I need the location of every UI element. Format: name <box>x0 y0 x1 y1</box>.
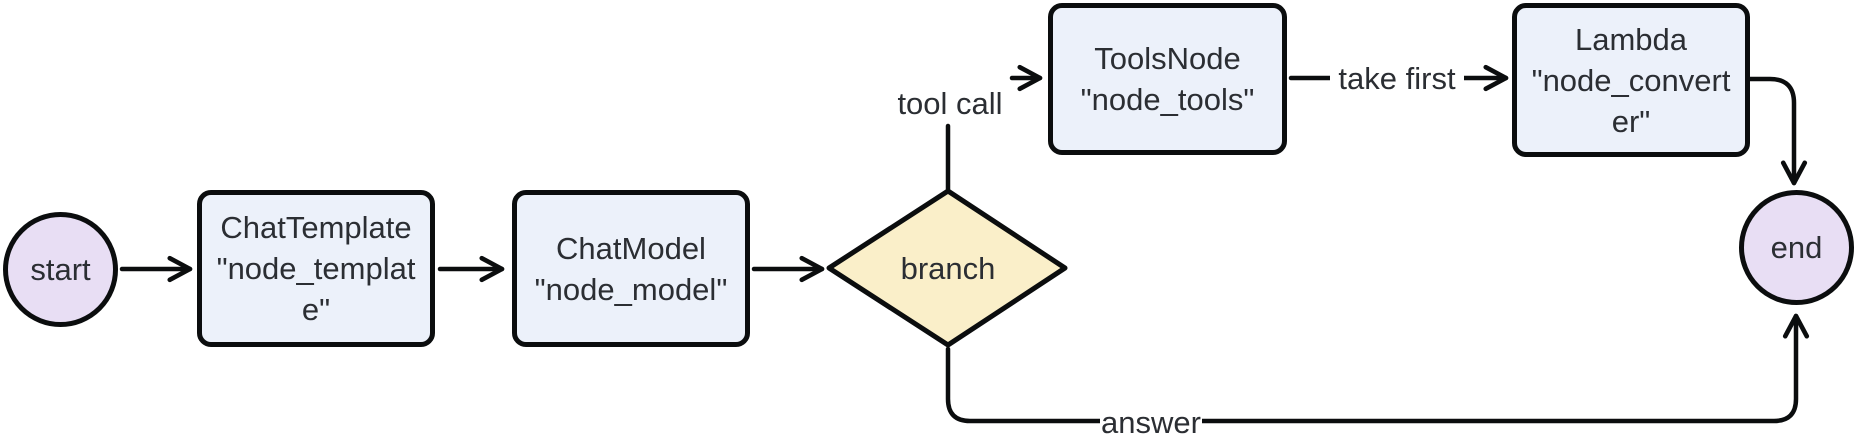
edge-branch-to-end-answer <box>945 313 1810 424</box>
node-end: end <box>1739 190 1854 305</box>
node-model-id: "node_model" <box>534 271 728 307</box>
node-template-text: ChatTemplate "node_template" <box>212 207 420 330</box>
node-model-title: ChatModel <box>556 230 706 266</box>
node-end-label: end <box>1770 230 1823 265</box>
node-converter-title: Lambda <box>1574 21 1688 57</box>
node-template-id: "node_template" <box>216 251 416 327</box>
node-start: start <box>3 212 118 327</box>
node-tools-id: "node_tools" <box>1080 82 1255 117</box>
node-converter-id: "node_converter" <box>1531 62 1731 139</box>
edge-label-answer: answer <box>1100 403 1202 440</box>
node-model: ChatModel "node_model" <box>512 190 750 347</box>
node-model-text: ChatModel "node_model" <box>527 228 735 310</box>
node-branch-diamond <box>826 188 1068 348</box>
edge-label-take-first: take first <box>1330 59 1464 99</box>
node-converter-text: Lambda "node_converter" <box>1527 19 1735 142</box>
node-tools: ToolsNode "node_tools" <box>1048 3 1287 155</box>
node-start-label: start <box>30 252 91 287</box>
node-template: ChatTemplate "node_template" <box>197 190 435 347</box>
edge-label-tool-call: tool call <box>897 86 1003 121</box>
node-tools-text: ToolsNode "node_tools" <box>1063 38 1272 120</box>
node-tools-title: ToolsNode <box>1094 41 1241 76</box>
node-converter: Lambda "node_converter" <box>1512 3 1750 157</box>
node-branch-label: branch <box>900 251 996 286</box>
node-template-title: ChatTemplate <box>220 210 412 245</box>
edge-converter-to-end <box>1747 76 1808 186</box>
